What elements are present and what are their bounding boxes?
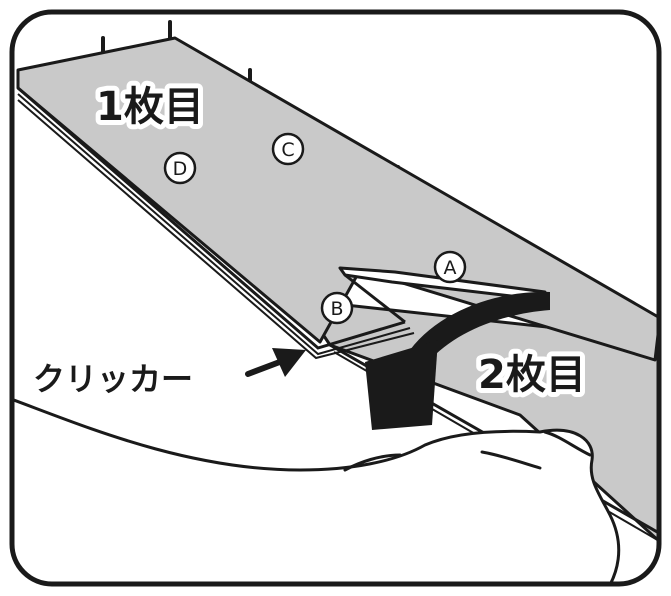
board-first-label-halo: 1枚目 (96, 84, 204, 130)
board-second-label: 2枚目 (478, 352, 586, 398)
rotation-arrow (365, 291, 550, 430)
board-first-label: 1枚目 (96, 84, 204, 130)
marker-d: D (163, 151, 197, 185)
marker-c: C (271, 132, 305, 166)
clicker-arrow (245, 348, 306, 377)
board-first (16, 36, 659, 362)
marker-d-label: D (173, 158, 188, 180)
clicker-label: クリッカー (33, 360, 193, 398)
marker-a-label: A (444, 257, 457, 279)
marker-b-label: B (330, 298, 343, 320)
marker-b: B (320, 291, 354, 325)
marker-a: A (433, 250, 467, 284)
hand-illustration (12, 393, 621, 584)
marker-c-label: C (281, 139, 294, 161)
board-second-label-halo: 2枚目 (478, 352, 586, 398)
frame-border (9, 9, 662, 587)
